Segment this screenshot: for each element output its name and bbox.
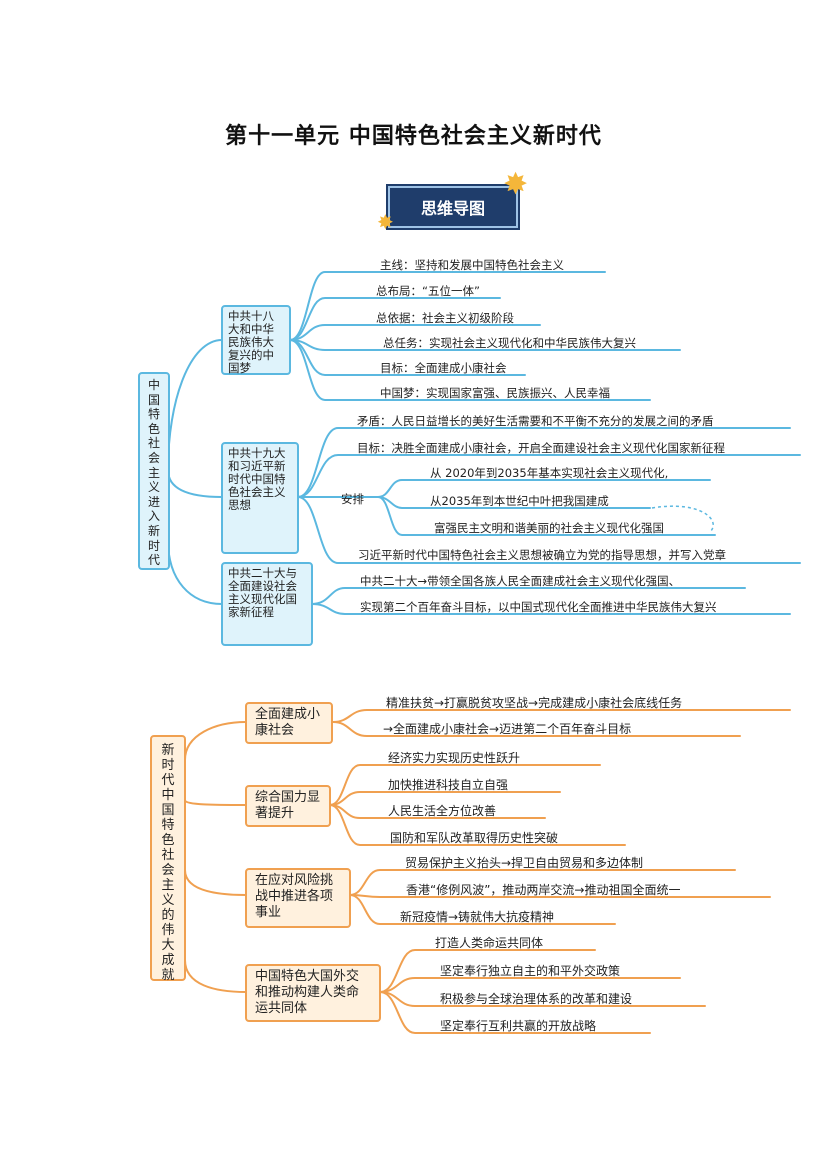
map1-node-19th-congress: 中共十九大和习近平新时代中国特色社会主义思想 — [221, 442, 299, 554]
map2-n2-item: 经济实力实现历史性跃升 — [388, 751, 521, 765]
map2-n2-item: 加快推进科技自立自强 — [388, 778, 509, 792]
map2-node-national-strength: 综合国力显著提升 — [245, 785, 331, 827]
map1-root: 中国特色社会主义进入新时代 — [138, 372, 170, 570]
map1-node-20th-congress: 中共二十大与全面建设社会主义现代化国家新征程 — [221, 562, 313, 646]
map1-n3-item: 实现第二个百年奋斗目标，以中国式现代化全面推进中华民族伟大复兴 — [360, 600, 717, 614]
map2-n4-item: 积极参与全球治理体系的改革和建设 — [440, 992, 633, 1006]
map1-n1-item: 总依据：社会主义初级阶段 — [376, 311, 514, 325]
map1-n1-item: 总布局：“五位一体” — [376, 284, 480, 298]
map2-n3-item: 香港“修例风波”，推动两岸交流→推动祖国全面统一 — [406, 883, 681, 897]
map1-n2-arrange-item: 从 2020年到2035年基本实现社会主义现代化, — [430, 466, 669, 480]
map2-node-risk-challenges: 在应对风险挑战中推进各项事业 — [245, 868, 351, 928]
map2-node-xiaokang: 全面建成小康社会 — [245, 702, 333, 744]
map2-n3-item: 新冠疫情→铸就伟大抗疫精神 — [400, 910, 555, 924]
map1-n3-item: 中共二十大→带领全国各族人民全面建成社会主义现代化强国、 — [360, 574, 681, 588]
mindmap-badge: 思维导图 — [388, 186, 518, 228]
map1-n2-item: 矛盾：人民日益增长的美好生活需要和不平衡不充分的发展之间的矛盾 — [357, 414, 714, 428]
map1-n1-item: 总任务：实现社会主义现代化和中华民族伟大复兴 — [383, 336, 636, 350]
map2-n4-item: 坚定奉行独立自主的和平外交政策 — [440, 964, 621, 978]
map2-n4-item: 坚定奉行互利共赢的开放战略 — [440, 1019, 597, 1033]
map1-node-18th-congress: 中共十八大和中华民族伟大复兴的中国梦 — [221, 305, 291, 375]
map2-n2-item: 人民生活全方位改善 — [388, 804, 497, 818]
map2-n1-item: →全面建成小康社会→迈进第二个百年奋斗目标 — [383, 722, 632, 736]
star-icon: ✸ — [503, 167, 529, 202]
map2-root: 新时代中国特色社会主义的伟大成就 — [150, 735, 186, 983]
map1-n2-item: 习近平新时代中国特色社会主义思想被确立为党的指导思想，并写入党章 — [358, 548, 726, 562]
page-title: 第十一单元 中国特色社会主义新时代 — [225, 123, 602, 149]
map1-n2-arrange-item: 富强民主文明和谐美丽的社会主义现代化强国 — [434, 521, 664, 535]
star-icon: ✸ — [377, 210, 394, 234]
map1-n1-item: 目标：全面建成小康社会 — [380, 361, 507, 375]
map1-n1-item: 主线：坚持和发展中国特色社会主义 — [380, 258, 564, 272]
map2-n1-item: 精准扶贫→打赢脱贫攻坚战→完成建成小康社会底线任务 — [386, 696, 683, 710]
map1-n2-item: 目标：决胜全面建成小康社会，开启全面建设社会主义现代化国家新征程 — [357, 441, 725, 455]
map1-n1-item: 中国梦：实现国家富强、民族振兴、人民幸福 — [380, 386, 610, 400]
map2-n2-item: 国防和军队改革取得历史性突破 — [390, 831, 559, 845]
map2-n4-item: 打造人类命运共同体 — [435, 936, 544, 950]
map1-n2-arrange-item: 从2035年到本世纪中叶把我国建成 — [430, 494, 609, 508]
map2-n3-item: 贸易保护主义抬头→捍卫自由贸易和多边体制 — [405, 856, 644, 870]
map1-n2-arrange-label: 安排 — [341, 492, 364, 506]
map2-node-diplomacy: 中国特色大国外交和推动构建人类命运共同体 — [245, 964, 381, 1022]
